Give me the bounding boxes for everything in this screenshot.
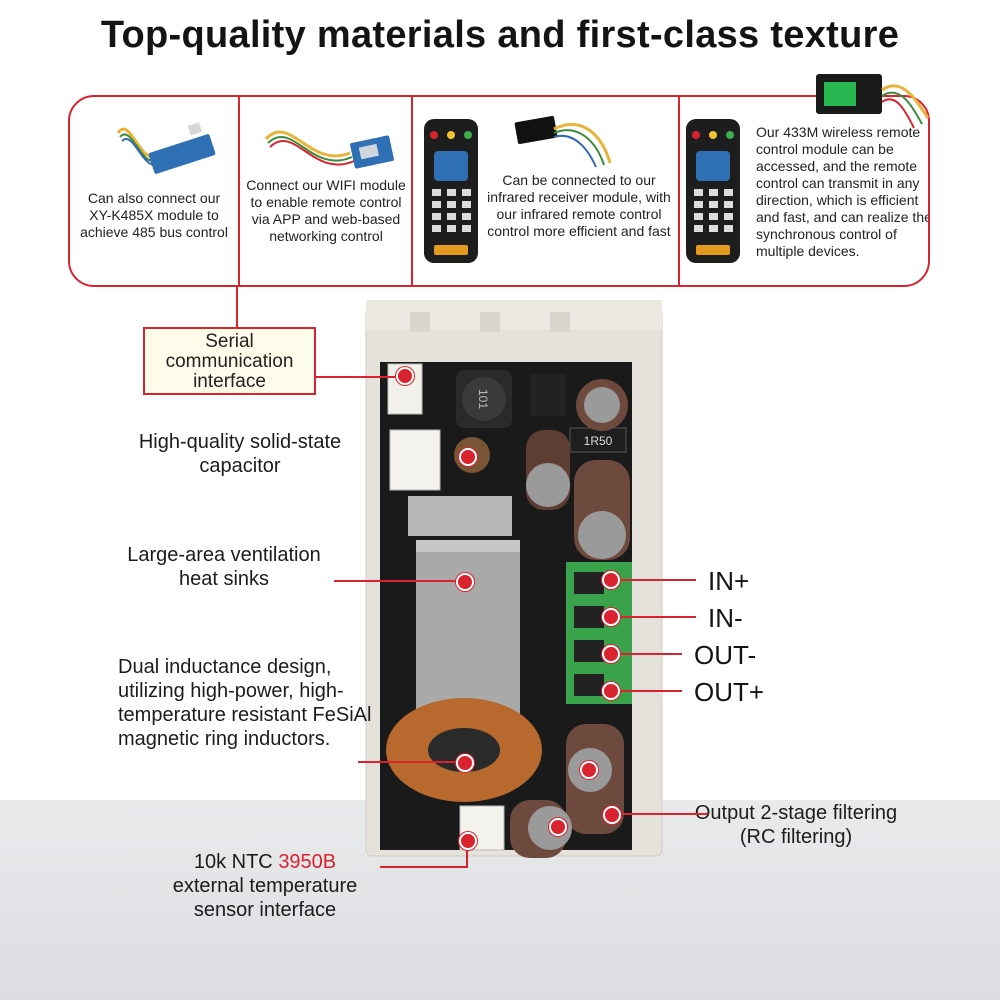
connector-line xyxy=(236,287,238,327)
ir-receiver-image xyxy=(514,116,612,168)
output-filter-label: Output 2-stage filtering (RC filtering) xyxy=(694,802,898,848)
inductor-label: Dual inductance design, utilizing high-p… xyxy=(118,656,372,750)
callout-line xyxy=(616,616,696,618)
callout-line xyxy=(466,840,468,868)
inductor-marking: 101 xyxy=(476,389,490,409)
capacitor-label: High-quality solid-state capacitor xyxy=(138,431,342,477)
wifi-module-image xyxy=(264,130,394,169)
wireless-module-image xyxy=(816,74,930,129)
banner-text-433m: Our 433M wireless remote control module … xyxy=(756,124,930,259)
callout-line xyxy=(616,579,696,581)
wireless-remote-image xyxy=(686,119,740,263)
banner-divider xyxy=(678,97,680,285)
ntc-suffix: external temperature sensor interface xyxy=(172,875,358,921)
ntc-model: 3950B xyxy=(278,851,337,873)
banner-divider xyxy=(238,97,240,285)
callout-line xyxy=(334,580,458,582)
callout-marker xyxy=(602,571,620,589)
terminal-label-in-plus: IN+ xyxy=(708,566,750,596)
page-title: Top-quality materials and first-class te… xyxy=(100,14,900,56)
feature-banner: Can also connect our XY-K485X module to … xyxy=(68,95,930,287)
converter-board-image: 101 1R50 xyxy=(365,300,663,858)
callout-marker xyxy=(602,645,620,663)
callout-marker xyxy=(459,832,477,850)
serial-interface-label: Serial communication interface xyxy=(143,327,316,395)
callout-line xyxy=(616,653,682,655)
callout-marker xyxy=(602,608,620,626)
rs485-module-image xyxy=(116,122,216,174)
ir-remote-image xyxy=(424,119,478,263)
callout-marker xyxy=(396,367,414,385)
callout-marker xyxy=(456,754,474,772)
banner-text-ir: Can be connected to our infrared receive… xyxy=(487,172,671,239)
callout-marker xyxy=(459,448,477,466)
callout-marker xyxy=(549,818,567,836)
callout-marker xyxy=(602,682,620,700)
banner-text-wifi: Connect our WIFI module to enable remote… xyxy=(246,177,406,244)
callout-line xyxy=(380,866,468,868)
ntc-sensor-label: 10k NTC 3950B external temperature senso… xyxy=(150,850,380,922)
ntc-prefix: 10k NTC xyxy=(193,851,279,873)
callout-line xyxy=(358,761,458,763)
terminal-label-out-minus: OUT- xyxy=(694,640,757,670)
callout-marker xyxy=(603,806,621,824)
callout-line xyxy=(616,690,682,692)
heatsink-label: Large-area ventilation heat sinks xyxy=(127,544,321,590)
callout-line xyxy=(618,813,708,815)
banner-text-rs485: Can also connect our XY-K485X module to … xyxy=(80,190,228,240)
callout-marker xyxy=(456,573,474,591)
resistor-marking: 1R50 xyxy=(584,434,613,448)
terminal-label-out-plus: OUT+ xyxy=(694,677,765,707)
callout-marker xyxy=(580,761,598,779)
callout-line xyxy=(316,376,402,378)
terminal-label-in-minus: IN- xyxy=(708,603,743,633)
banner-divider xyxy=(411,97,413,285)
